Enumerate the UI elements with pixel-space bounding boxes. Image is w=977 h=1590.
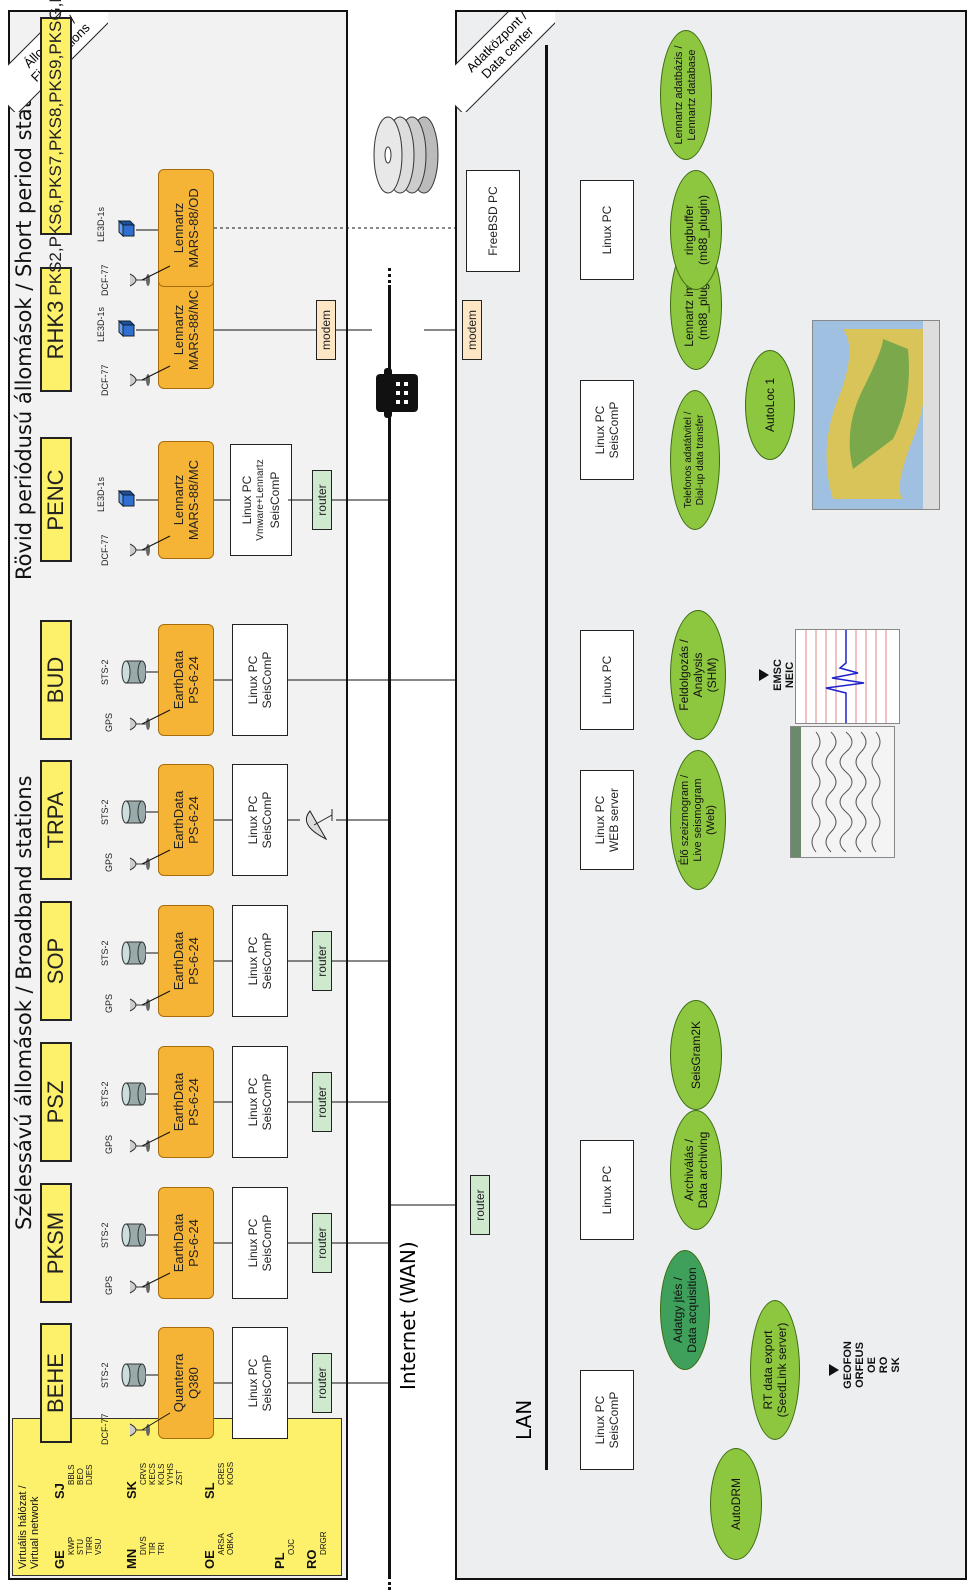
internet-dots-left bbox=[388, 1576, 391, 1590]
analysis-target: EMSC bbox=[772, 659, 784, 691]
autodrm-process[interactable]: AutoDRM bbox=[710, 1448, 762, 1560]
gps-antenna-icon bbox=[128, 716, 150, 732]
live-seismogram-process[interactable]: Élő szeizmogram /Live seismogram(Web) bbox=[670, 750, 726, 890]
dc-pc-line: Linux PC bbox=[600, 655, 614, 705]
dc-pc-line: Linux PC bbox=[593, 1395, 607, 1445]
le3d-sensor-icon bbox=[117, 489, 136, 508]
live-seismogram-screenshot bbox=[795, 629, 900, 724]
dc-pc-archive[interactable]: Linux PC bbox=[580, 1140, 634, 1240]
archiving-process-text: Archiválás / bbox=[682, 1138, 696, 1202]
dc-pc-line: WEB server bbox=[607, 788, 621, 853]
sts2-sensor-icon bbox=[120, 940, 147, 966]
ringbuffer-process-text: (m88_plugin) bbox=[696, 194, 710, 266]
dc-pc-line: SeisComP bbox=[607, 401, 621, 459]
data-center-banner: Adatközpont / Data center bbox=[455, 12, 555, 112]
export-target: SK bbox=[890, 1357, 902, 1373]
le3d-sensor-icon bbox=[117, 319, 136, 338]
analysis-process-text: (SHM) bbox=[705, 657, 719, 693]
wan-router[interactable]: router bbox=[470, 1175, 490, 1235]
lan-label: LAN bbox=[512, 1399, 536, 1440]
export-target: ORFEUS bbox=[854, 1342, 866, 1388]
dialup-process-text: Telefonos adatátvitel / bbox=[683, 411, 694, 509]
center-banner-wrap: Adatközpont / Data center bbox=[455, 12, 555, 112]
satellite-dish-icon bbox=[296, 805, 336, 845]
live-seismogram-process-text: Élő szeizmogram / bbox=[678, 774, 691, 866]
ringbuffer-process-text: ringbuffer bbox=[682, 204, 696, 256]
export-target: OE bbox=[866, 1357, 878, 1373]
analysis-process-text: Feldolgozás / bbox=[677, 639, 691, 711]
archiving-process-text: Data archiving bbox=[696, 1131, 710, 1209]
archiving-process[interactable]: Archiválás /Data archiving bbox=[670, 1110, 722, 1230]
internet-label: Internet (WAN) bbox=[396, 1241, 420, 1390]
acquisition-process-text: Data acquisition bbox=[685, 1267, 699, 1353]
autoloc-map-screenshot bbox=[812, 320, 940, 510]
export-target: RO bbox=[878, 1356, 890, 1374]
lennartz-db-process-text: Lennartz adatbázis / bbox=[673, 45, 685, 145]
export-arrow-icon bbox=[826, 1364, 839, 1376]
le3d-sensor-icon bbox=[117, 219, 136, 238]
export-target: GEOFON bbox=[842, 1341, 854, 1389]
dc-pc-line: Linux PC bbox=[600, 205, 614, 255]
dc-pc-line: Linux PC bbox=[593, 795, 607, 845]
dialup-process[interactable]: Telefonos adatátvitel /Dial-up data tran… bbox=[670, 390, 720, 530]
internet-dots-right bbox=[388, 268, 391, 288]
autoloc-process[interactable]: AutoLoc 1 bbox=[745, 350, 795, 460]
analysis-arrow-icon bbox=[756, 669, 769, 681]
acquisition-process-text: Adatgy jtés / bbox=[671, 1276, 685, 1344]
sts2-sensor-icon bbox=[120, 799, 147, 825]
internet-line bbox=[388, 288, 391, 1578]
live-seismogram-process-text: Live seismogram bbox=[691, 778, 704, 862]
rt-export-process-text: RT data export bbox=[761, 1330, 775, 1410]
lan-line bbox=[545, 45, 548, 1470]
lennartz-db-process[interactable]: Lennartz adatbázis /Lennartz database bbox=[660, 30, 712, 160]
acquisition-process[interactable]: Adatgy jtés /Data acquisition bbox=[660, 1250, 710, 1370]
cd-stack-icon bbox=[352, 110, 442, 200]
rt-export-process-text: (SeedLink server) bbox=[775, 1322, 789, 1418]
sts2-sensor-icon bbox=[120, 1081, 147, 1107]
seisgram-screenshot bbox=[790, 726, 895, 858]
sts2-sensor-icon bbox=[120, 659, 147, 685]
analysis-process-text: Analysis bbox=[691, 652, 705, 698]
sts2-sensor-icon bbox=[120, 1222, 147, 1248]
dc-pc-lennartz[interactable]: Linux PC bbox=[580, 180, 634, 280]
analysis-process[interactable]: Feldolgozás /Analysis(SHM) bbox=[670, 610, 726, 740]
dc-pc-line: Linux PC bbox=[593, 405, 607, 455]
dc-pc-line: SeisComP bbox=[607, 1391, 621, 1449]
live-seismogram-process-text: (Web) bbox=[704, 805, 717, 835]
dialup-process-text: Dial-up data transfer bbox=[695, 414, 706, 506]
center-modem[interactable]: modem bbox=[462, 300, 482, 360]
ringbuffer-process[interactable]: ringbuffer(m88_plugin) bbox=[670, 170, 722, 290]
rt-export-process[interactable]: RT data export(SeedLink server) bbox=[750, 1300, 800, 1440]
lennartz-db-process-text: Lennartz database bbox=[686, 49, 698, 141]
freebsd-pc[interactable]: FreeBSD PC bbox=[466, 170, 520, 272]
dc-pc-line: Linux PC bbox=[600, 1165, 614, 1215]
seisgram-process[interactable]: SeisGram2K bbox=[670, 1000, 722, 1110]
dc-pc-analysis[interactable]: Linux PC bbox=[580, 630, 634, 730]
sts2-sensor-icon bbox=[120, 1362, 147, 1388]
phone-icon bbox=[370, 366, 424, 420]
